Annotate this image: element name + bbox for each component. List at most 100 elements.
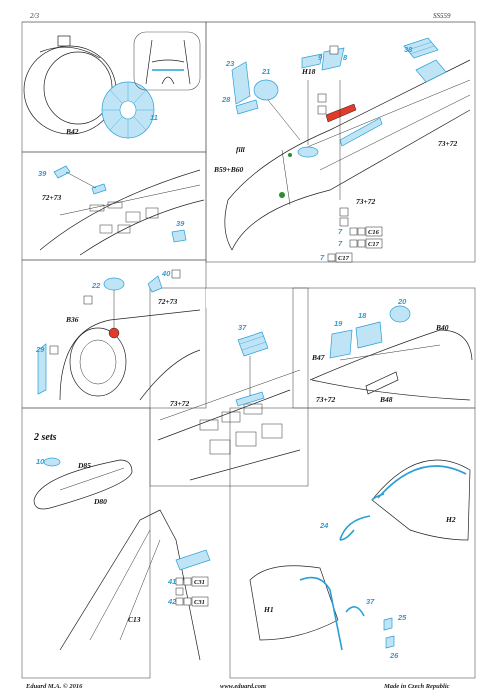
paint-icon xyxy=(339,217,349,227)
panel-4: 22 40 72+73 B36 29 xyxy=(35,269,201,401)
part-c17-b: C17 xyxy=(338,255,350,262)
pe-19 xyxy=(329,329,353,359)
pe-number-28: 28 xyxy=(221,95,231,104)
pe-number-23: 23 xyxy=(225,59,235,68)
panel-3-frame xyxy=(21,151,207,261)
bend-icon xyxy=(49,345,59,355)
panel-9-frame xyxy=(229,407,476,679)
page-number: 2/3 xyxy=(30,12,39,20)
part-b48: B48 xyxy=(379,395,393,404)
pe-number-22: 22 xyxy=(91,281,101,290)
pe-20 xyxy=(389,305,411,323)
pe-number-21: 21 xyxy=(261,67,270,76)
part-73-72: 73+72 xyxy=(170,399,190,408)
website: www.eduard.com xyxy=(220,683,266,690)
bend-icon xyxy=(329,45,339,55)
part-b42: B42 xyxy=(65,127,79,136)
red-marking xyxy=(325,103,357,123)
panel-3: 39 72+73 39 xyxy=(38,165,205,256)
pe-41-42 xyxy=(175,549,211,571)
pe-21 xyxy=(253,79,279,101)
panel-2: 23 21 28 H18 9 8 38 73+72 fill B59+B60 7… xyxy=(213,37,471,263)
pe-number-41: 41 xyxy=(167,577,176,586)
fill-note: fill xyxy=(236,145,246,154)
pe-number-29: 29 xyxy=(35,345,45,354)
pe-number-11: 11 xyxy=(150,113,158,122)
pe-number-39a: 39 xyxy=(38,169,47,178)
pe-28 xyxy=(235,99,259,115)
panel-7: 2 sets 10 D85 D80 xyxy=(33,432,133,510)
pe-number-42: 42 xyxy=(167,597,177,606)
panel-6: 20 19 18 B40 B47 73+72 B48 xyxy=(309,297,473,404)
part-h2: H2 xyxy=(445,515,456,524)
pe-number-7c: 7 xyxy=(320,253,325,262)
pe-number-9: 9 xyxy=(318,53,323,62)
pe-number-39b: 39 xyxy=(176,219,185,228)
pe-number-37: 37 xyxy=(366,597,375,606)
part-c16: C16 xyxy=(368,229,380,236)
panel-8: 41 C31 42 C31 C13 xyxy=(59,509,211,661)
panel-5: 37 73+72 xyxy=(157,323,301,481)
part-72-73: 72+73 xyxy=(42,193,62,202)
part-b47: B47 xyxy=(311,353,325,362)
pe-40 xyxy=(147,275,163,293)
panel-1: 11 B42 xyxy=(23,31,201,139)
paint-icon xyxy=(83,295,93,305)
pe-number-18: 18 xyxy=(358,311,367,320)
part-c31-b: C31 xyxy=(194,599,205,606)
panel-5-frame xyxy=(149,287,309,487)
pe-number-25: 25 xyxy=(397,613,407,622)
part-72-73: 72+73 xyxy=(158,297,178,306)
part-c31-a: C31 xyxy=(194,579,205,586)
part-73-72-bottom: 73+72 xyxy=(356,197,376,206)
part-h18: H18 xyxy=(301,67,316,76)
pe-number-10: 10 xyxy=(36,457,45,466)
part-h1: H1 xyxy=(263,605,274,614)
sheet-code: SS559 xyxy=(433,12,451,20)
panel-7-frame xyxy=(21,407,151,679)
glue-icon xyxy=(171,269,181,279)
part-b40: B40 xyxy=(435,323,449,332)
made-in: Made in Czech Republic xyxy=(383,683,450,690)
sets-note: 2 sets xyxy=(33,432,57,443)
pe-number-19: 19 xyxy=(334,319,343,328)
remove-icon xyxy=(357,227,366,236)
part-73-72: 73+72 xyxy=(316,395,336,404)
windscreen-frame-pe xyxy=(299,576,343,651)
pe-18 xyxy=(355,321,383,349)
part-c13: C13 xyxy=(128,615,141,624)
panel-6-frame xyxy=(292,287,476,409)
pe-29 xyxy=(37,343,47,395)
part-b36: B36 xyxy=(65,315,79,324)
pe-number-7a: 7 xyxy=(338,227,343,236)
pe-number-26: 26 xyxy=(389,651,399,660)
panel-9: 24 H2 H1 37 25 26 xyxy=(249,459,471,660)
pe-10 xyxy=(43,457,61,467)
pe-number-20: 20 xyxy=(397,297,407,306)
option-icon xyxy=(349,227,358,236)
fold-icon xyxy=(339,207,349,217)
part-d85: D85 xyxy=(77,461,91,470)
glue-icon xyxy=(317,105,327,115)
pe-number-24: 24 xyxy=(319,521,329,530)
canopy-frame-pe xyxy=(377,465,467,499)
bend-icon xyxy=(317,93,327,103)
pe-22 xyxy=(103,277,125,291)
red-marking xyxy=(108,327,120,339)
part-c17-a: C17 xyxy=(368,241,380,248)
pe-39-b xyxy=(171,229,187,243)
pe-number-8: 8 xyxy=(343,53,348,62)
part-73-72-top: 73+72 xyxy=(438,139,458,148)
pe-number-37: 37 xyxy=(238,323,247,332)
parts-b59-b60: B59+B60 xyxy=(213,165,244,174)
pe-39-a xyxy=(53,165,71,179)
pe-23 xyxy=(231,61,251,105)
pe-number-38: 38 xyxy=(404,45,413,54)
copyright: Eduard M.A. © 2016 xyxy=(25,683,83,690)
pe-number-40: 40 xyxy=(161,269,171,278)
part-d80: D80 xyxy=(93,497,107,506)
pe-37 xyxy=(237,331,269,357)
pe-number-7b: 7 xyxy=(338,239,343,248)
